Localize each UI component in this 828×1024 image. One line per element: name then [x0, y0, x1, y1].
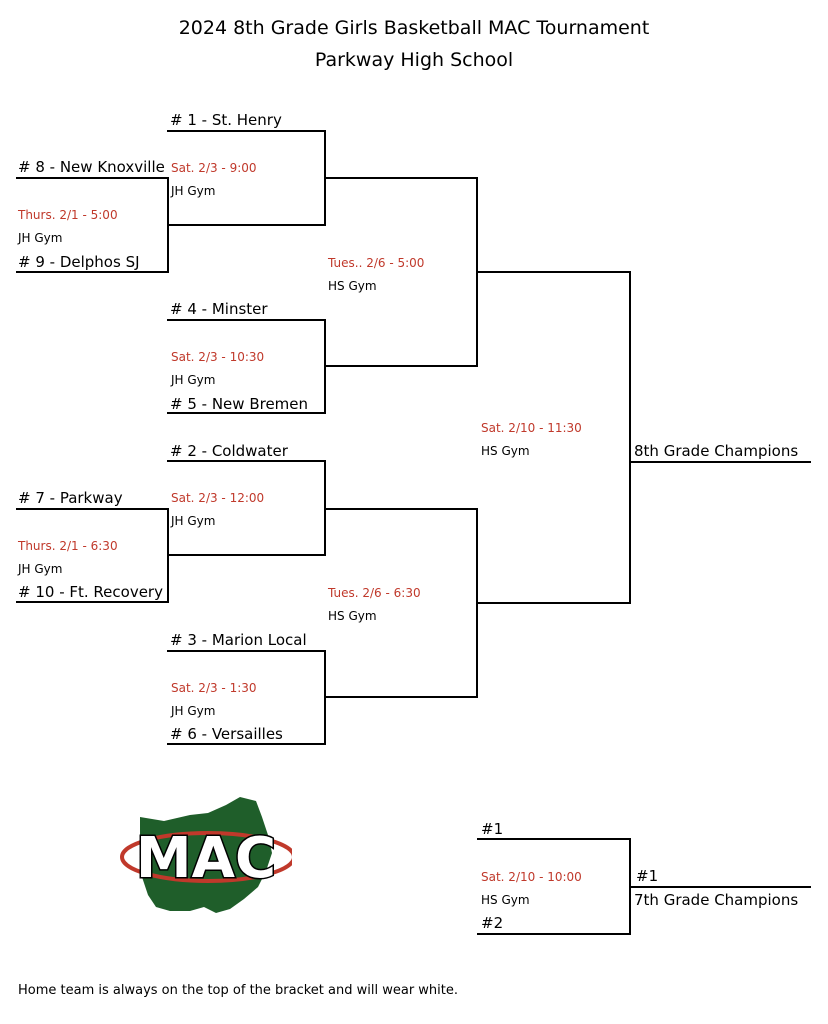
bracket-line: [167, 650, 326, 652]
team-ft-recovery: # 10 - Ft. Recovery: [18, 583, 163, 601]
team-st-henry: # 1 - St. Henry: [170, 111, 282, 129]
team-marion-local: # 3 - Marion Local: [170, 631, 307, 649]
game-time: Sat. 2/10 - 10:00: [481, 870, 582, 884]
seventh-seed-bottom: #2: [481, 914, 504, 932]
game-time: Tues.. 2/6 - 5:00: [328, 256, 425, 270]
team-new-knoxville: # 8 - New Knoxville: [18, 158, 165, 176]
game-gym: JH Gym: [171, 704, 216, 718]
bracket-line: [324, 177, 478, 179]
team-versailles: # 6 - Versailles: [170, 725, 283, 743]
game-time: Sat. 2/10 - 11:30: [481, 421, 582, 435]
bracket-line: [477, 838, 631, 840]
game-time: Tues. 2/6 - 6:30: [328, 586, 421, 600]
ohio-state-shape: [140, 797, 272, 913]
eighth-grade-champions: 8th Grade Champions: [634, 442, 799, 460]
bracket-line: [167, 743, 326, 745]
game-time: Sat. 2/3 - 9:00: [171, 161, 257, 175]
bracket-line: [629, 461, 811, 463]
game-time: Thurs. 2/1 - 5:00: [18, 208, 118, 222]
bracket-line: [476, 271, 631, 273]
bracket-line: [167, 460, 326, 462]
game-time: Sat. 2/3 - 1:30: [171, 681, 257, 695]
team-delphos-sj: # 9 - Delphos SJ: [18, 253, 140, 271]
seventh-grade-champions: 7th Grade Champions: [634, 891, 799, 909]
bracket-line: [324, 508, 478, 510]
bracket-line: [16, 271, 169, 273]
team-coldwater: # 2 - Coldwater: [170, 442, 288, 460]
bracket-line: [324, 365, 478, 367]
seventh-seed-top: #1: [481, 820, 504, 838]
team-new-bremen: # 5 - New Bremen: [170, 395, 309, 413]
bracket-line: [16, 177, 169, 179]
game-gym: HS Gym: [481, 893, 530, 907]
game-gym: JH Gym: [171, 373, 216, 387]
game-time: Thurs. 2/1 - 6:30: [18, 539, 118, 553]
bracket-line: [477, 933, 631, 935]
team-minster: # 4 - Minster: [170, 300, 268, 318]
game-gym: HS Gym: [328, 609, 377, 623]
game-gym: JH Gym: [171, 514, 216, 528]
seventh-winner-seed: #1: [636, 867, 659, 885]
logo-ring: [120, 831, 292, 883]
game-gym: JH Gym: [18, 231, 63, 245]
game-gym: JH Gym: [18, 562, 63, 576]
bracket-line: [167, 130, 326, 132]
bracket-line: [167, 554, 326, 556]
bracket-line: [629, 271, 631, 604]
game-gym: HS Gym: [481, 444, 530, 458]
game-time: Sat. 2/3 - 10:30: [171, 350, 265, 364]
page-title: 2024 8th Grade Girls Basketball MAC Tour…: [178, 17, 650, 39]
bracket-line: [167, 319, 326, 321]
footer-note: Home team is always on the top of the br…: [18, 983, 459, 998]
team-parkway: # 7 - Parkway: [18, 489, 123, 507]
bracket-line: [324, 696, 478, 698]
bracket-line: [476, 602, 631, 604]
bracket-line: [629, 886, 811, 888]
logo-text: MAC: [136, 826, 276, 891]
mac-logo: MAC: [120, 797, 292, 913]
page-subtitle: Parkway High School: [314, 49, 514, 71]
game-gym: HS Gym: [328, 279, 377, 293]
bracket-line: [167, 412, 326, 414]
bracket-line: [16, 601, 169, 603]
bracket-line: [167, 224, 326, 226]
game-time: Sat. 2/3 - 12:00: [171, 491, 265, 505]
bracket-line: [16, 508, 169, 510]
game-gym: JH Gym: [171, 184, 216, 198]
